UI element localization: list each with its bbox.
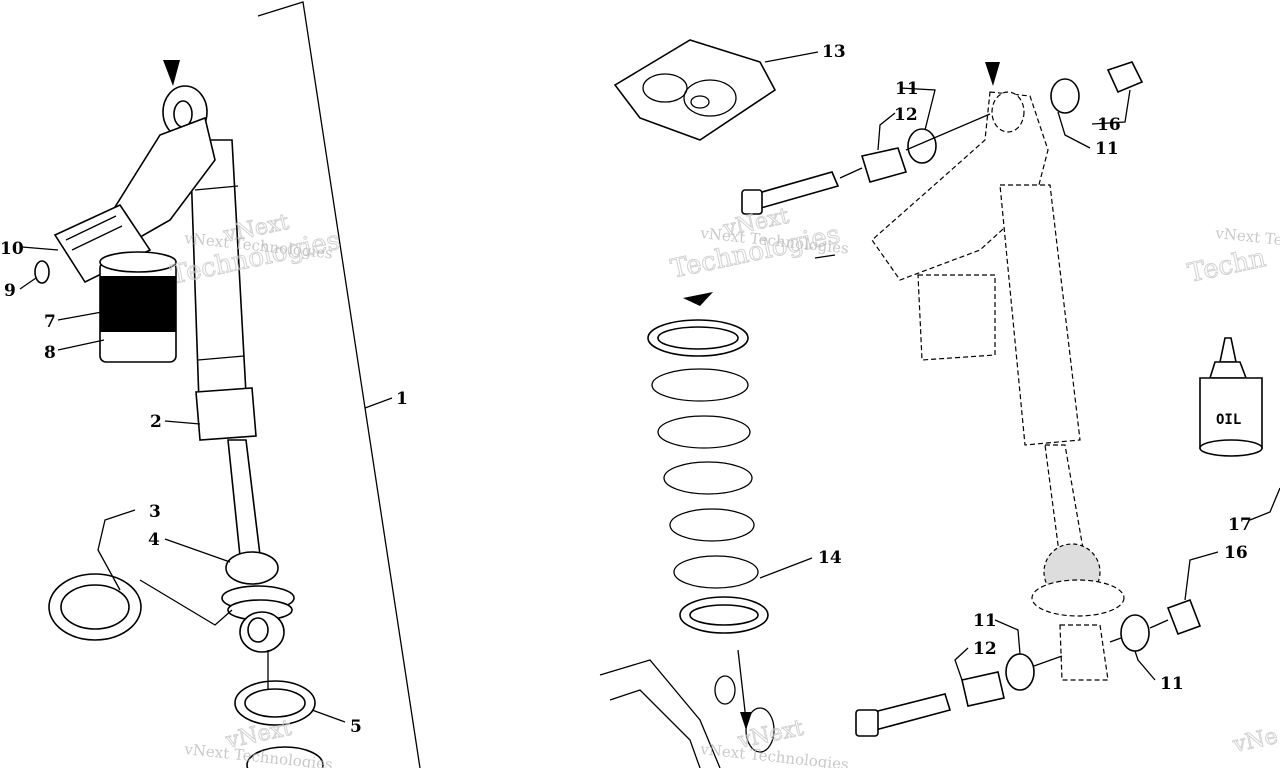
adjuster-collar — [195, 387, 257, 441]
callout-3: 3 — [149, 502, 161, 522]
seal-kit-bag — [613, 39, 777, 141]
dashed-shock-head — [871, 91, 1049, 281]
leader-9 — [19, 277, 37, 290]
watermarks: vNext Technologies vNext Technologies vN… — [168, 203, 1280, 768]
leader-16-lower — [1184, 551, 1219, 601]
callout-17: 17 — [1228, 515, 1252, 535]
callout-16-b: 16 — [1224, 543, 1248, 563]
callout-12-a: 12 — [894, 105, 918, 125]
lower-nut — [246, 746, 324, 768]
leader-4 — [164, 538, 231, 563]
leader-14 — [759, 557, 813, 579]
leader-11-upper-a — [899, 87, 936, 131]
callout-14: 14 — [818, 548, 842, 568]
reservoir-head — [53, 203, 152, 284]
callout-11-d: 11 — [1160, 674, 1184, 694]
callout-numbers: 1 2 3 4 5 7 8 9 10 11 11 11 11 12 12 13 … — [0, 42, 1252, 737]
o-ring-9 — [34, 260, 50, 284]
right-install-assembly: OIL — [599, 39, 1280, 768]
watermark-text-right-mid: vNext Te — [1214, 224, 1280, 249]
upper-spacer — [860, 147, 908, 183]
shock-shaft — [227, 439, 261, 557]
leader-17 — [1249, 487, 1280, 521]
top-pointer-arrow — [163, 60, 180, 86]
assembly-bracket-line — [257, 1, 421, 768]
callout-5: 5 — [350, 717, 362, 737]
lower-bushing-right — [1120, 614, 1150, 652]
dashed-shaft — [1044, 444, 1086, 561]
callout-9: 9 — [4, 281, 16, 301]
leader-5 — [311, 709, 346, 723]
callout-11-a: 11 — [895, 79, 919, 99]
leader-16-upper — [1091, 89, 1131, 125]
reservoir-brand: FOX — [108, 289, 176, 324]
upper-bushing-right — [1050, 78, 1080, 114]
callout-11-b: 11 — [1095, 139, 1119, 159]
leader-7 — [57, 311, 103, 321]
callout-2: 2 — [150, 412, 162, 432]
watermark-right-bottom: vNe — [1230, 724, 1280, 758]
callout-11-c: 11 — [973, 611, 997, 631]
install-arrow-line — [737, 649, 747, 721]
spring-pointer-arrow — [683, 292, 713, 306]
leader-13 — [764, 51, 819, 63]
left-shock-assembly: FOX — [19, 1, 421, 768]
frame-fragment — [599, 659, 721, 768]
dashed-shock-body — [999, 184, 1081, 446]
callout-1: 1 — [396, 389, 408, 409]
leader-2 — [164, 420, 201, 425]
oil-label: OIL — [1216, 412, 1241, 428]
leader-12-upper — [877, 112, 896, 151]
leader-12-lower — [954, 647, 969, 681]
lower-nut — [1166, 598, 1202, 636]
callout-7: 7 — [44, 312, 56, 332]
callout-4: 4 — [148, 530, 160, 550]
bumper — [225, 551, 279, 585]
oil-bottle: OIL — [1199, 337, 1263, 457]
leader-10 — [21, 246, 59, 251]
lower-bushing-left — [1005, 653, 1035, 691]
leader-11-upper-b — [1057, 111, 1091, 149]
upper-nut — [1106, 61, 1144, 94]
callout-12-b: 12 — [973, 639, 997, 659]
lower-spacer — [961, 671, 1005, 707]
callout-13: 13 — [822, 42, 846, 62]
callout-8: 8 — [44, 343, 56, 363]
callout-10: 10 — [0, 239, 24, 259]
upper-bushing-left — [907, 128, 937, 164]
top-pointer-arrow-right — [985, 62, 1000, 86]
leader-8 — [57, 339, 105, 351]
coil-spring — [647, 319, 769, 634]
watermark-right-mid: Techn — [1185, 243, 1269, 289]
dashed-reservoir — [917, 274, 996, 361]
leader-11-lower-b — [1134, 650, 1156, 681]
leader-11-lower-a — [994, 619, 1021, 655]
callout-16-a: 16 — [1097, 115, 1121, 135]
leader-1 — [364, 397, 393, 409]
